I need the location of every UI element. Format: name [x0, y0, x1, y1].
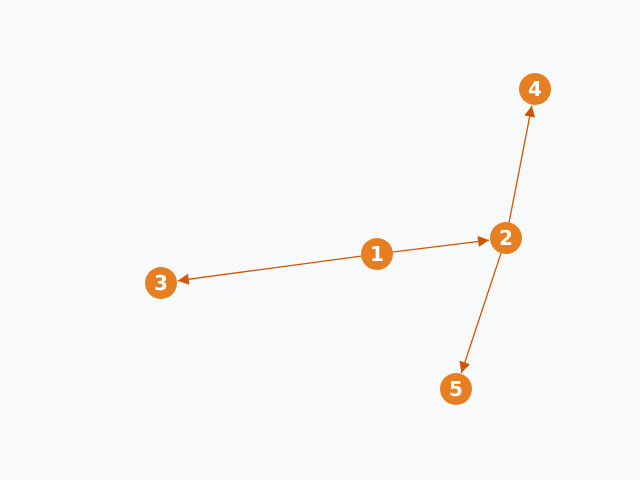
node-5-circle: [440, 373, 472, 405]
nodes: 1 2 3 4 5: [145, 73, 551, 405]
node-2-label: 2: [499, 226, 513, 250]
edge-1-to-2: [392, 235, 490, 253]
node-4[interactable]: 4: [519, 73, 551, 105]
edges: [177, 105, 536, 374]
edge-2-to-4: [508, 105, 536, 223]
node-2[interactable]: 2: [490, 222, 522, 254]
node-1[interactable]: 1: [361, 238, 393, 270]
node-4-circle: [519, 73, 551, 105]
node-5-label: 5: [449, 377, 463, 401]
node-1-label: 1: [370, 242, 384, 266]
node-3[interactable]: 3: [145, 267, 177, 299]
edge-1-to-3: [177, 255, 362, 285]
node-5[interactable]: 5: [440, 373, 472, 405]
node-4-label: 4: [528, 77, 542, 101]
node-3-label: 3: [154, 271, 168, 295]
node-1-circle: [361, 238, 393, 270]
edge-2-to-5: [459, 252, 502, 374]
node-2-circle: [490, 222, 522, 254]
node-3-circle: [145, 267, 177, 299]
